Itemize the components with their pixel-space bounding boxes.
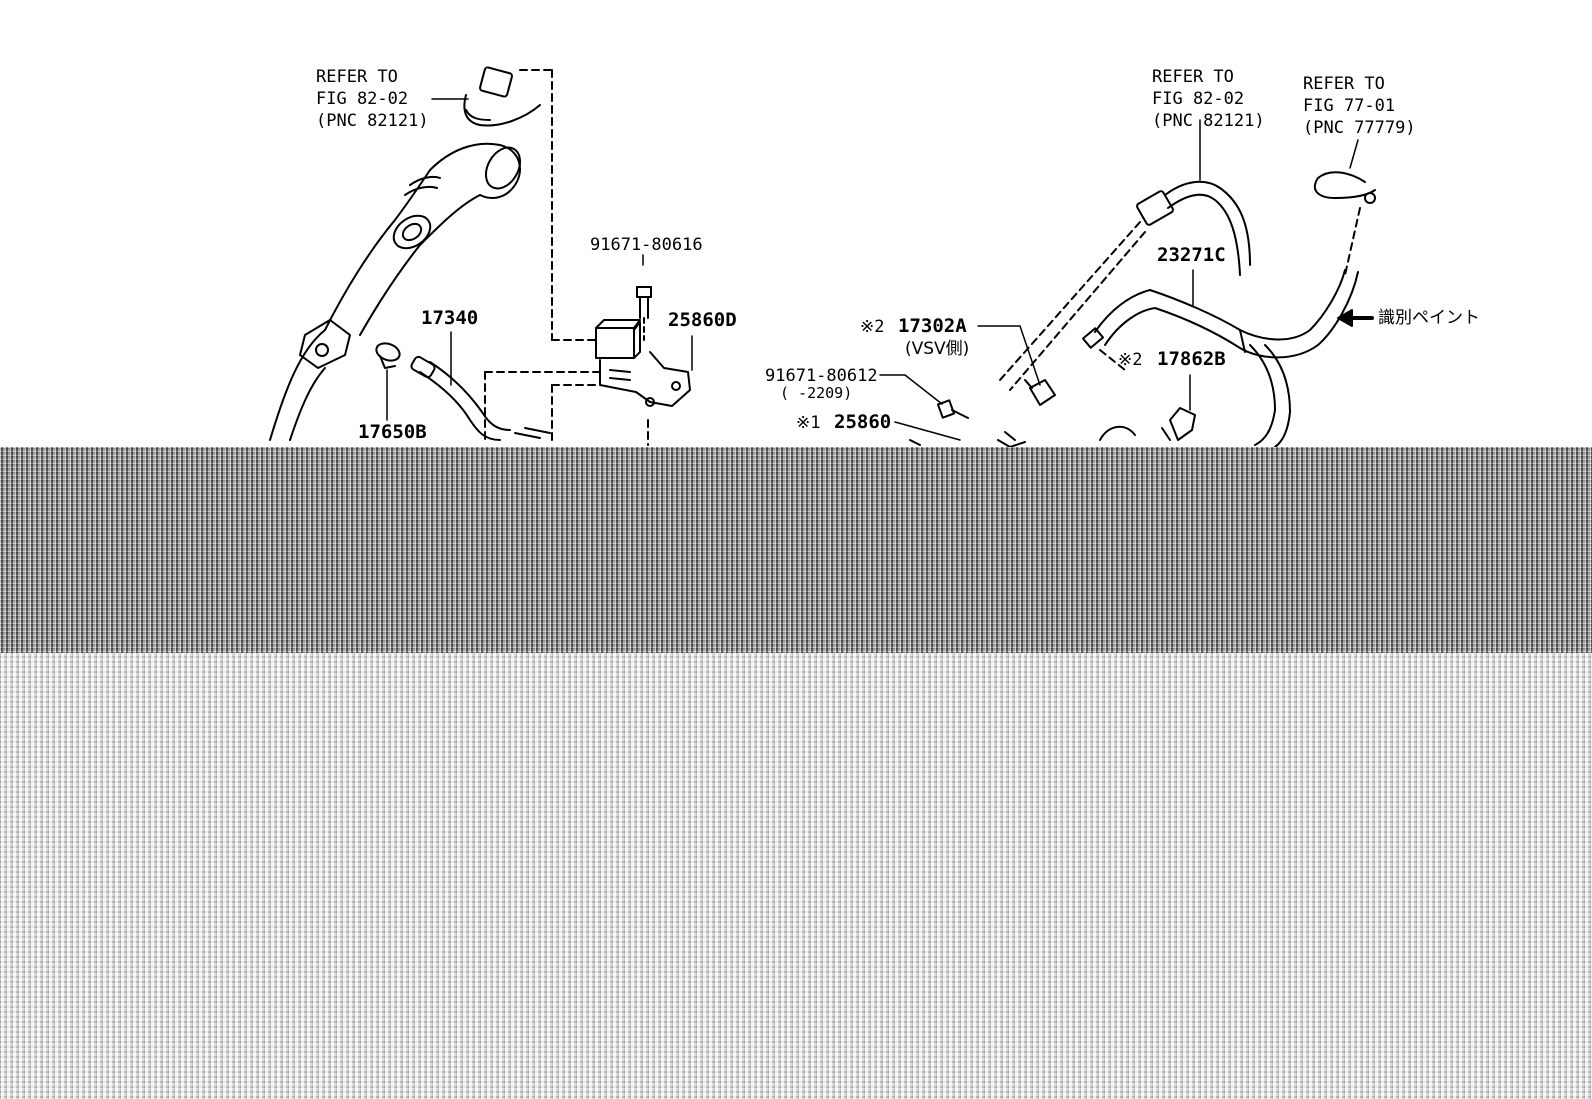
ref-right-line2: FIG 77-01 — [1303, 96, 1396, 116]
ref-hose-right — [1313, 139, 1376, 276]
paint-note: 識別ペイント — [1378, 308, 1480, 328]
part-25860: 25860 — [834, 411, 892, 433]
part-17862B: 17862B — [1157, 348, 1226, 370]
ref-hose-left — [431, 66, 597, 341]
bolt-91671-80616 — [636, 254, 652, 341]
ref-mid-line2: FIG 82-02 — [1152, 89, 1245, 109]
ref-left-line3: (PNC 82121) — [316, 111, 429, 131]
part-17340: 17340 — [421, 307, 479, 329]
vsv-25860 — [894, 421, 1026, 448]
hose-23271C — [1082, 269, 1359, 448]
part-25860D: 25860D — [668, 309, 737, 331]
part-91671-80616: 91671-80616 — [590, 235, 703, 255]
vsv-17302A — [977, 325, 1056, 406]
ref-left-line1: REFER TO — [316, 67, 398, 87]
clip-17650B — [375, 342, 401, 421]
vsv-bracket-25860D — [595, 319, 693, 407]
part-17650B: 17650B — [358, 421, 427, 443]
note-91671-80612: ( -2209) — [780, 384, 853, 402]
paint-arrow — [1337, 309, 1374, 327]
ref-left-line2: FIG 82-02 — [316, 89, 409, 109]
dashed-guides-left — [484, 371, 649, 446]
mark-17302A: ※2 — [860, 317, 885, 337]
part-23271C: 23271C — [1157, 244, 1226, 266]
image-noise-lower — [0, 653, 1592, 1099]
mark-17862B: ※2 — [1118, 350, 1143, 370]
note-17302A: (VSV側) — [905, 339, 970, 359]
air-intake-hose — [269, 142, 522, 441]
part-17302A: 17302A — [898, 315, 967, 337]
ref-mid-line3: (PNC 82121) — [1152, 111, 1265, 131]
bolt-91671-80612 — [879, 374, 969, 419]
part-91671-80612: 91671-80612 — [765, 366, 878, 386]
mark-25860: ※1 — [796, 413, 821, 433]
ref-right-line3: (PNC 77779) — [1303, 118, 1416, 138]
ref-mid-line1: REFER TO — [1152, 67, 1234, 87]
connector-17862B — [1099, 374, 1196, 441]
hose-17340 — [410, 331, 551, 441]
ref-right-line1: REFER TO — [1303, 74, 1385, 94]
image-noise-band — [0, 447, 1592, 653]
